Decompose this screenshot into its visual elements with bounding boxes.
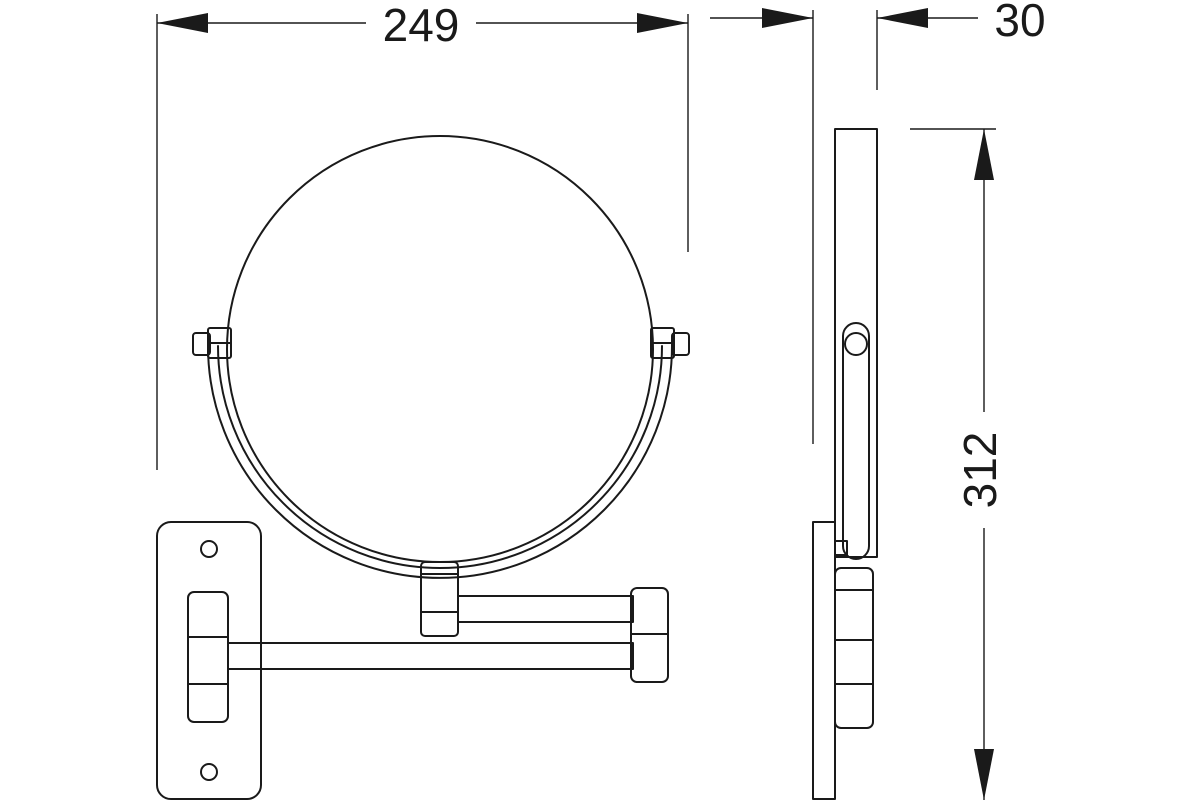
height-arrow-bottom [974,749,994,800]
width-label: 249 [383,0,460,51]
depth-dimension: 30 [710,0,1046,444]
width-arrow-right [637,13,688,33]
width-dimension: 249 [156,0,689,470]
mirror-holder-outer [207,345,673,579]
side-wall-plate [812,521,836,800]
wall-plate [156,521,262,800]
height-arrow-top [974,129,994,180]
depth-arrow-left [762,8,813,28]
mirror-holder-inner [217,345,663,569]
left-pivot-knob [192,327,232,359]
side-pivot [842,322,870,560]
width-arrow-left [157,13,208,33]
lower-arm [227,642,634,670]
mirror-glass [226,135,654,563]
mirror-stem [420,561,459,637]
top-screw-hole [200,540,218,558]
upper-arm [457,595,634,623]
bottom-screw-hole [200,763,218,781]
side-hinge [834,567,874,729]
height-label: 312 [954,432,1006,509]
depth-label: 30 [994,0,1045,46]
side-view [812,128,878,800]
height-dimension: 312 [910,128,1006,800]
wall-hinge [187,591,229,723]
front-view [156,135,690,800]
side-nub [834,540,848,556]
side-mirror-edge [834,128,878,558]
right-pivot-knob [650,327,690,359]
elbow-joint [630,587,669,683]
depth-arrow-right [877,8,928,28]
